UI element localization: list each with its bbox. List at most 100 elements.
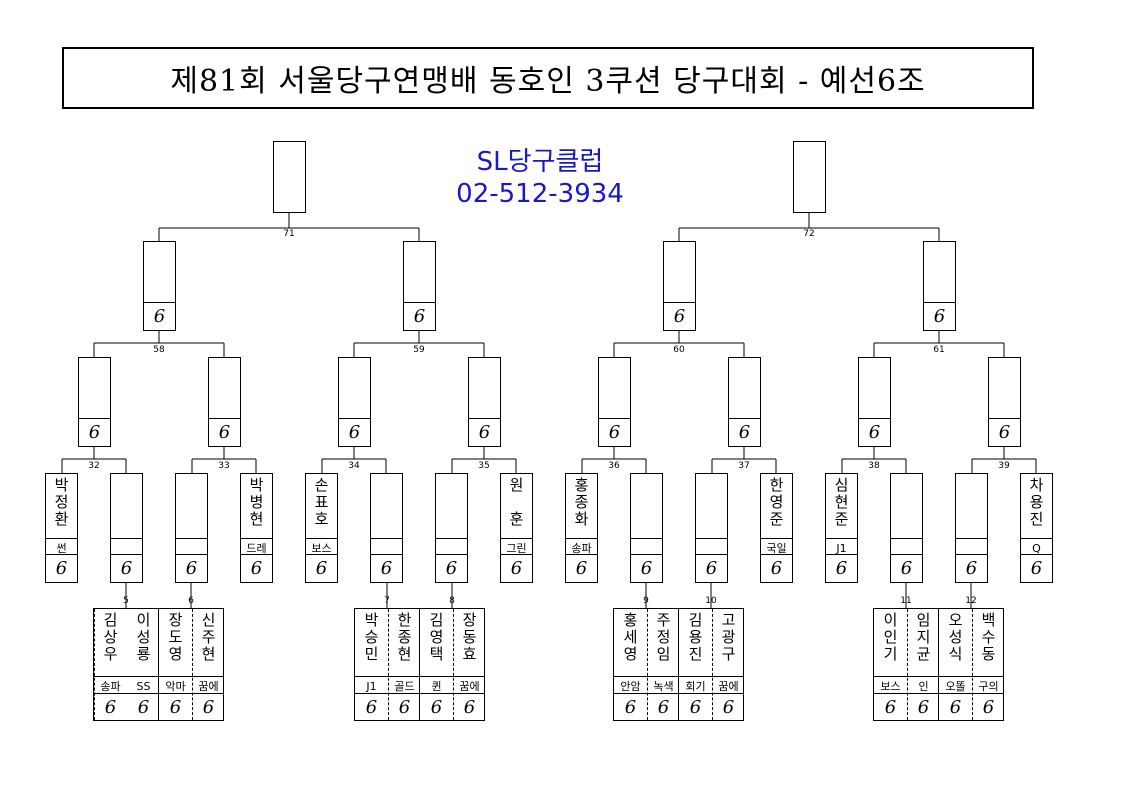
player-club: 꿈에 <box>718 680 739 693</box>
score-cell: 6 <box>176 554 207 582</box>
match-number: 12 <box>965 596 977 606</box>
player-club: 송파 <box>100 680 121 693</box>
score-cell: 6 <box>859 418 890 446</box>
player-club: 악마 <box>165 680 186 693</box>
score-cell: 6 <box>339 418 370 446</box>
score-cell: 6 <box>169 696 182 718</box>
score-cell: 6 <box>111 554 142 582</box>
score-cell: 6 <box>46 554 77 582</box>
r8-box-32: 6 <box>78 357 111 447</box>
score-cell: 6 <box>137 696 150 718</box>
qualifier-box-59: 6 <box>403 241 436 331</box>
match-number: 61 <box>933 345 945 355</box>
player-club: 안암 <box>620 680 641 693</box>
match-number: 11 <box>900 596 912 606</box>
score-cell: 6 <box>664 302 695 330</box>
match-number: 60 <box>673 345 685 355</box>
score-cell: 6 <box>209 418 240 446</box>
score-cell: 6 <box>202 696 215 718</box>
player-club: 국일 <box>761 538 792 557</box>
winner-slot-11: 6 <box>890 473 923 583</box>
score-cell: 6 <box>924 302 955 330</box>
score-cell: 6 <box>104 696 117 718</box>
match-number: 8 <box>449 596 455 606</box>
match-number: 10 <box>705 596 717 606</box>
final-box-right <box>793 141 826 213</box>
match-number: 71 <box>283 229 295 239</box>
match-number: 72 <box>803 229 815 239</box>
winner-slot-8: 6 <box>435 473 468 583</box>
club-info: SL당구클럽 02-512-3934 <box>440 146 640 210</box>
score-cell: 6 <box>826 554 857 582</box>
score-cell: 6 <box>696 554 727 582</box>
score-cell: 6 <box>436 554 467 582</box>
winner-slot-10: 6 <box>695 473 728 583</box>
match-number: 6 <box>188 596 194 606</box>
tournament-title: 제81회 서울당구연맹배 동호인 3쿠션 당구대회 - 예선6조 <box>62 47 1034 109</box>
r8-box-35: 6 <box>468 357 501 447</box>
r8-box-33: 6 <box>208 357 241 447</box>
player-club: 회기 <box>685 680 706 693</box>
match-number: 5 <box>123 596 129 606</box>
score-cell: 6 <box>79 418 110 446</box>
player-club: 꿈에 <box>459 680 480 693</box>
score-cell: 6 <box>729 418 760 446</box>
seed-slot: 원 훈 그린 6 <box>500 473 533 583</box>
score-cell: 6 <box>404 302 435 330</box>
score-cell: 6 <box>463 696 476 718</box>
score-cell: 6 <box>982 696 995 718</box>
r8-box-36: 6 <box>598 357 631 447</box>
score-cell: 6 <box>891 554 922 582</box>
player-club: 녹색 <box>653 680 674 693</box>
qualifier-box-61: 6 <box>923 241 956 331</box>
match-number: 7 <box>384 596 390 606</box>
score-cell: 6 <box>884 696 897 718</box>
score-cell: 6 <box>956 554 987 582</box>
score-cell: 6 <box>469 418 500 446</box>
club-phone: 02-512-3934 <box>456 179 624 209</box>
match-number: 36 <box>608 461 620 471</box>
player-club: 보스 <box>306 538 337 557</box>
score-cell: 6 <box>430 696 443 718</box>
player-name: 원 훈 <box>509 476 524 528</box>
player-club: J1 <box>826 538 857 557</box>
player-club: Q <box>1021 538 1052 557</box>
player-club: 꿈에 <box>198 680 219 693</box>
match-number: 59 <box>413 345 425 355</box>
match-number: 58 <box>153 345 165 355</box>
match-number: 35 <box>478 461 490 471</box>
score-cell: 6 <box>949 696 962 718</box>
score-cell: 6 <box>917 696 930 718</box>
score-cell: 6 <box>722 696 735 718</box>
r8-box-39: 6 <box>988 357 1021 447</box>
match-number: 38 <box>868 461 880 471</box>
club-name: SL당구클럽 <box>476 147 604 177</box>
match-number: 39 <box>998 461 1010 471</box>
score-cell: 6 <box>689 696 702 718</box>
player-club: 드레 <box>241 538 272 557</box>
score-cell: 6 <box>631 554 662 582</box>
score-cell: 6 <box>241 554 272 582</box>
r8-box-34: 6 <box>338 357 371 447</box>
